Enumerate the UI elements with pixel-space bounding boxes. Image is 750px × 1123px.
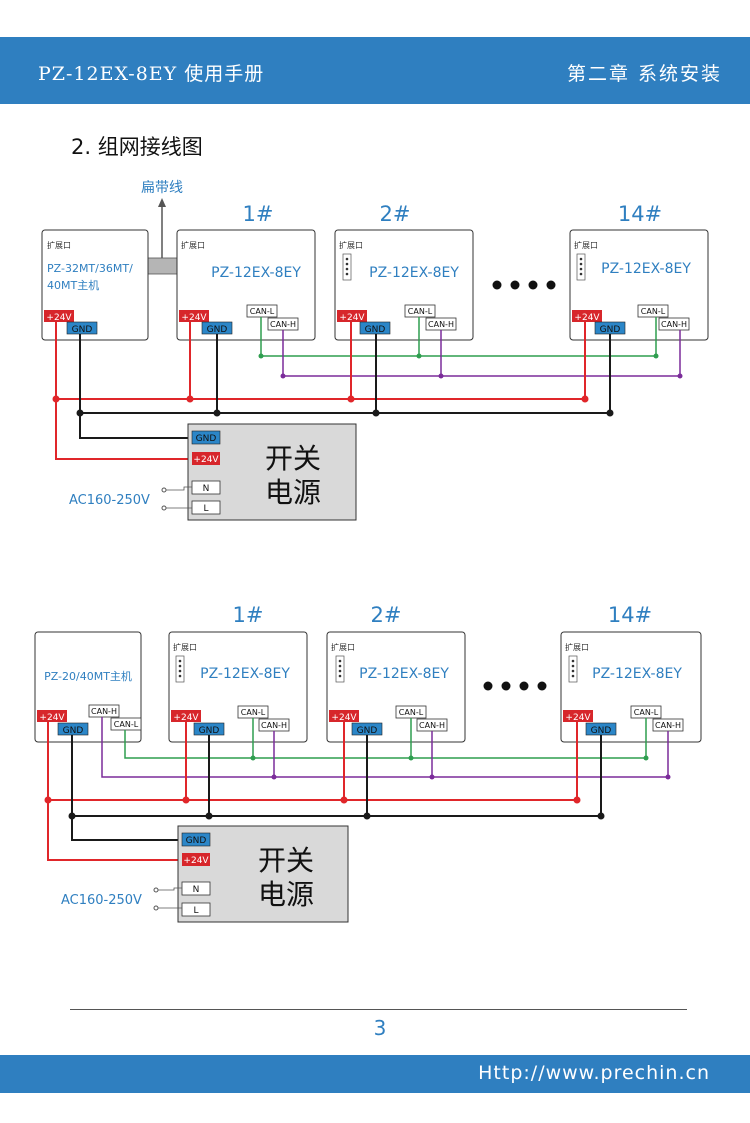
wiring-diagram-1: 扁带线 扩展口 PZ-32MT/36MT/ 40MT主机 +24V GND 1#…	[41, 180, 709, 521]
switching-power-supply-2: GND +24V N L 开关 电源	[177, 825, 349, 923]
terminal-can-l: CAN-L	[241, 708, 266, 717]
can-bus-wires	[101, 717, 671, 780]
module-number: 2#	[380, 202, 411, 226]
page-footer: Http://www.prechin.cn	[0, 1055, 750, 1093]
module-model: PZ-12EX-8EY	[200, 666, 290, 682]
chapter-title: 第二章 系统安装	[566, 63, 722, 85]
terminal-24v: +24V	[181, 313, 207, 323]
expansion-port-label: 扩展口	[339, 240, 363, 250]
terminal-gnd: GND	[207, 325, 228, 335]
psu-terminal-gnd: GND	[196, 434, 217, 444]
page-number: 3	[373, 1016, 387, 1040]
terminal-can-h: CAN-H	[270, 320, 296, 329]
psu-terminal-24v: +24V	[183, 856, 209, 866]
main-unit-2: PZ-20/40MT主机 +24V GND CAN-H CAN-L	[34, 631, 142, 743]
expansion-module-1: 1# 扩展口 PZ-12EX-8EY +24V GND CAN-L CAN-H	[168, 603, 308, 743]
terminal-24v: +24V	[331, 713, 357, 723]
terminal-gnd: GND	[600, 325, 621, 335]
psu-terminal-gnd: GND	[186, 836, 207, 846]
terminal-24v: +24V	[339, 313, 365, 323]
psu-label-line1: 开关	[258, 844, 314, 877]
website-link[interactable]: Http://www.prechin.cn	[478, 1062, 710, 1084]
terminal-can-h: CAN-H	[428, 320, 454, 329]
module-number: 14#	[618, 202, 662, 226]
terminal-can-h: CAN-H	[655, 721, 681, 730]
terminal-can-h: CAN-H	[661, 320, 687, 329]
wiring-diagram-2: PZ-20/40MT主机 +24V GND CAN-H CAN-L 1# 扩展口…	[34, 603, 702, 923]
ground-wires	[68, 735, 605, 841]
module-model: PZ-12EX-8EY	[211, 265, 301, 281]
module-model: PZ-12EX-8EY	[359, 666, 449, 682]
terminal-24v: +24V	[574, 313, 600, 323]
section-title: 2. 组网接线图	[71, 135, 203, 159]
expansion-module-1: 1# 扩展口 PZ-12EX-8EY +24V GND CAN-L CAN-H	[176, 202, 316, 341]
main-unit-model: PZ-20/40MT主机	[44, 669, 132, 683]
ground-wires	[76, 334, 614, 439]
terminal-gnd: GND	[365, 325, 386, 335]
psu-terminal-l: L	[193, 906, 198, 916]
expansion-port-label: 扩展口	[331, 642, 355, 652]
expansion-module-14: 14# 扩展口 PZ-12EX-8EY +24V GND CAN-L CAN-H	[560, 603, 702, 743]
power-24v-wires	[52, 322, 589, 460]
power-24v-wires	[44, 722, 581, 861]
module-number: 14#	[608, 603, 652, 627]
ac-input-2: AC160-250V	[61, 887, 182, 911]
expansion-module-2: 2# 扩展口 PZ-12EX-8EY +24V GND CAN-L CAN-H	[334, 202, 474, 341]
psu-terminal-n: N	[193, 885, 200, 895]
expansion-module-14: 14# 扩展口 PZ-12EX-8EY +24V GND CAN-L CAN-H	[569, 202, 709, 341]
ellipsis-dots	[492, 280, 556, 290]
page-header: PZ-12EX-8EY 使用手册 第二章 系统安装	[0, 37, 750, 104]
terminal-can-l: CAN-L	[114, 720, 139, 729]
psu-label-line2: 电源	[258, 878, 314, 911]
switching-power-supply-1: GND +24V N L 开关 电源	[187, 423, 357, 521]
expansion-port-label: 扩展口	[565, 642, 589, 652]
terminal-can-l: CAN-L	[399, 708, 424, 717]
terminal-24v: +24V	[173, 713, 199, 723]
terminal-can-h: CAN-H	[91, 707, 117, 716]
psu-label-line1: 开关	[265, 442, 321, 475]
ellipsis-dots	[483, 681, 547, 691]
terminal-24v: +24V	[46, 313, 72, 323]
footer-divider	[70, 1009, 687, 1010]
expansion-module-2: 2# 扩展口 PZ-12EX-8EY +24V GND CAN-L CAN-H	[326, 603, 466, 743]
terminal-24v: +24V	[39, 713, 65, 723]
terminal-can-h: CAN-H	[419, 721, 445, 730]
psu-label-line2: 电源	[265, 476, 321, 509]
psu-terminal-l: L	[203, 504, 208, 514]
psu-terminal-n: N	[203, 484, 210, 494]
ribbon-cable-label: 扁带线	[141, 180, 183, 196]
module-number: 2#	[371, 603, 402, 627]
manual-title: PZ-12EX-8EY 使用手册	[38, 63, 265, 85]
module-model: PZ-12EX-8EY	[592, 666, 682, 682]
expansion-port-label: 扩展口	[47, 240, 71, 250]
main-unit-model-line2: 40MT主机	[47, 278, 99, 292]
terminal-gnd: GND	[63, 726, 84, 736]
terminal-can-l: CAN-L	[634, 708, 659, 717]
ac-voltage-label: AC160-250V	[69, 493, 150, 508]
psu-terminal-24v: +24V	[193, 455, 219, 465]
terminal-can-l: CAN-L	[250, 307, 275, 316]
terminal-gnd: GND	[72, 325, 93, 335]
terminal-can-h: CAN-H	[261, 721, 287, 730]
main-unit-1: 扩展口 PZ-32MT/36MT/ 40MT主机 +24V GND	[41, 229, 149, 341]
terminal-gnd: GND	[199, 726, 220, 736]
module-number: 1#	[243, 202, 274, 226]
expansion-port-label: 扩展口	[181, 240, 205, 250]
module-model: PZ-12EX-8EY	[601, 261, 691, 277]
can-bus-wires	[258, 317, 683, 379]
module-model: PZ-12EX-8EY	[369, 265, 459, 281]
ac-voltage-label: AC160-250V	[61, 893, 142, 908]
terminal-can-l: CAN-L	[641, 307, 666, 316]
expansion-port-label: 扩展口	[173, 642, 197, 652]
ac-input-1: AC160-250V	[69, 486, 192, 511]
main-unit-model-line1: PZ-32MT/36MT/	[47, 262, 133, 275]
expansion-port-label: 扩展口	[574, 240, 598, 250]
terminal-24v: +24V	[565, 713, 591, 723]
wiring-diagrams: 扁带线 扩展口 PZ-32MT/36MT/ 40MT主机 +24V GND 1#…	[34, 180, 709, 923]
module-number: 1#	[233, 603, 264, 627]
terminal-gnd: GND	[357, 726, 378, 736]
terminal-gnd: GND	[591, 726, 612, 736]
terminal-can-l: CAN-L	[408, 307, 433, 316]
